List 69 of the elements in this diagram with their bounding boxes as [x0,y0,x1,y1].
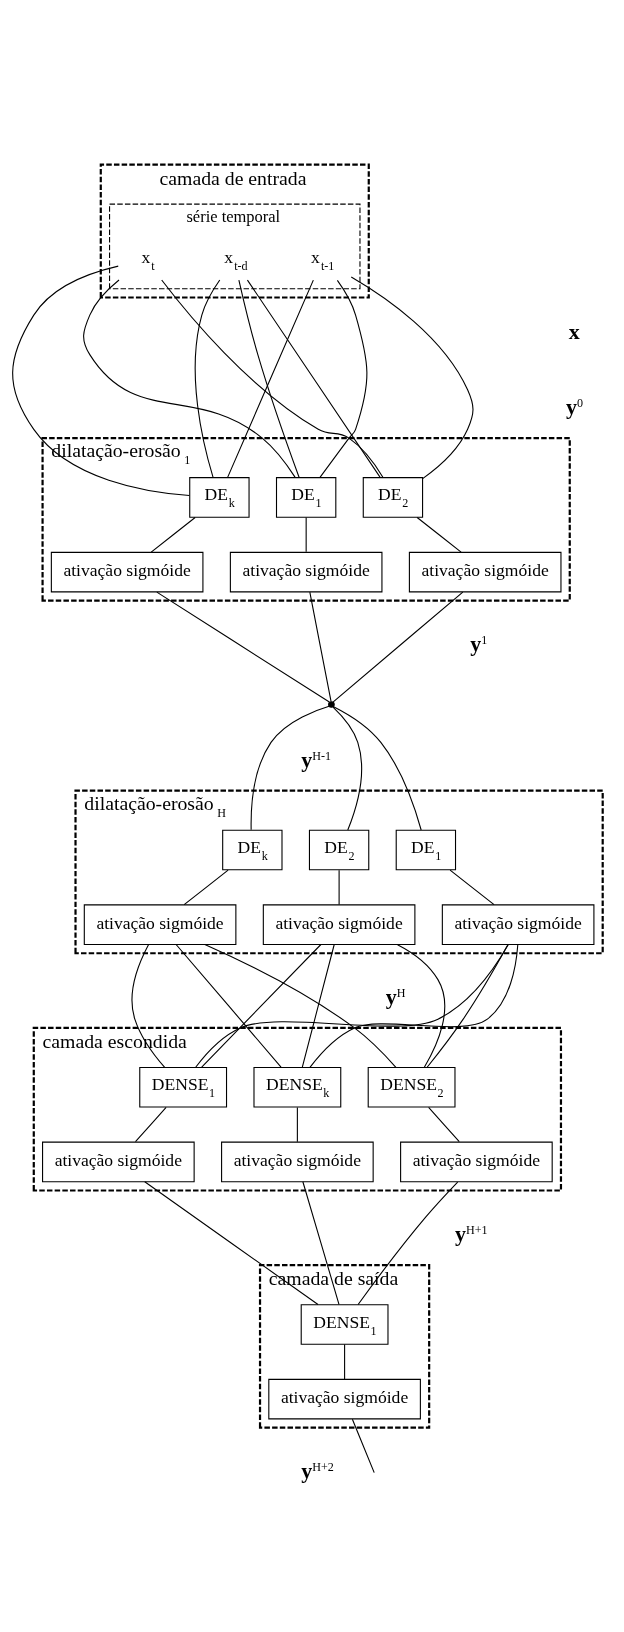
connector [194,279,221,478]
connector [195,944,509,1068]
connector [12,265,190,496]
connector [175,943,282,1068]
connector [332,591,464,703]
connector [250,705,330,831]
node-box: DE$_{1}$ [395,829,457,871]
connector [83,279,296,478]
connector [309,944,519,1068]
connector [357,1181,459,1305]
label: y$^{H+1}$ [454,1221,488,1246]
label: y$^{H-1}$ [301,746,331,772]
connector [238,279,300,478]
node-box: ativação sigmóide [408,551,562,593]
connector [144,1181,319,1306]
connector [426,944,509,1068]
label: y$^{H}$ [385,983,406,1009]
node-dots [328,701,335,708]
label: y$^{0}$ [565,393,583,419]
node-box: DENSE$_{1}$ [139,1066,228,1108]
connector [416,517,462,553]
connector [344,1344,346,1380]
node-box: DE$_{k}$ [189,477,250,518]
connector [333,706,422,831]
node-box: DENSE$_{1}$ [300,1304,389,1345]
connector [204,943,397,1068]
node-text: x$_{t-d}$ [224,247,248,274]
node-box: ativação sigmóide [42,1141,195,1183]
connector [296,1106,298,1143]
connector [246,279,381,478]
connector [150,517,196,553]
node-box: ativação sigmóide [400,1141,553,1183]
node-text: x$_{t-1}$ [311,247,335,274]
connector [332,706,363,831]
connector [350,276,474,480]
node-box: DE$_{k}$ [222,829,283,871]
node-box: ativação sigmóide [262,904,416,945]
label: y$^{H+2}$ [301,1458,334,1484]
node-box: DENSE$_{2}$ [367,1066,456,1108]
label: y$^{1}$ [470,631,488,657]
connector [309,591,332,703]
connector [428,1106,460,1143]
node-box: DE$_{2}$ [362,477,424,518]
node-box: ativação sigmóide [441,904,595,945]
connector [302,1181,340,1305]
connector [396,944,446,1068]
connector [183,869,229,906]
connector [301,943,335,1068]
node-box: ativação sigmóide [83,904,237,945]
node-text: x$_{t}$ [141,247,155,274]
connector [201,943,322,1068]
node-box: DENSE$_{k}$ [253,1066,342,1108]
connector [351,1418,375,1474]
node-box: ativação sigmóide [221,1141,374,1183]
connector [227,279,314,478]
connector [305,517,307,553]
node-box: ativação sigmóide [268,1378,421,1420]
connector [319,279,368,478]
node-box: ativação sigmóide [229,551,383,593]
connector [156,591,330,703]
connector [134,1106,167,1143]
connector [161,279,384,479]
node-box: DE$_{2}$ [308,829,370,871]
connector [338,869,340,905]
node-box: DE$_{1}$ [275,477,337,518]
node-box: ativação sigmóide [50,551,204,593]
label: x [568,319,580,345]
connector [449,869,495,906]
connector [131,944,166,1068]
